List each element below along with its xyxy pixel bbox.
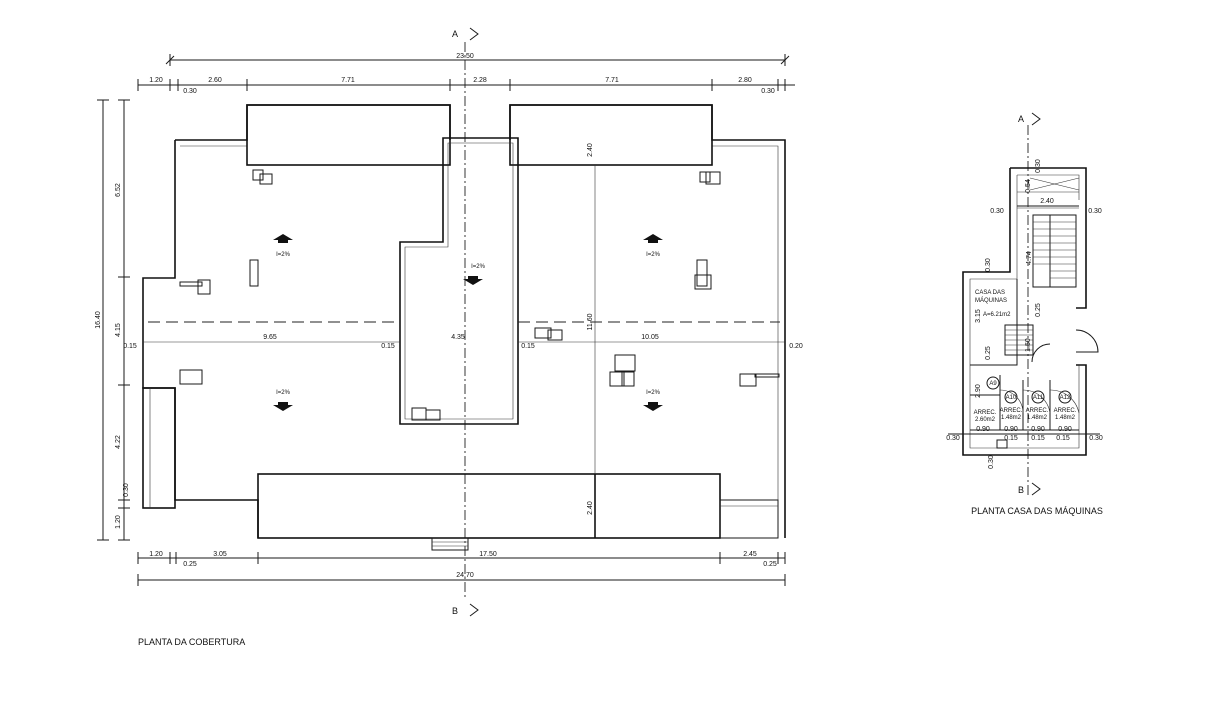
mr-dim-lower-h: 2.90 — [975, 384, 982, 398]
dim-bottom-sub-left: 0.25 — [183, 561, 197, 568]
division-lines — [143, 165, 785, 474]
dim-mid-joint-1: 0.15 — [381, 343, 395, 350]
dim-top-seg-3: 7.71 — [341, 77, 355, 84]
entrance-steps — [431, 537, 469, 551]
dim-top-seg-5: 7.71 — [605, 77, 619, 84]
dim-left-seg-2: 4.15 — [115, 323, 122, 337]
dim-left-seg-1: 6.52 — [115, 183, 122, 197]
mr-dim-gap-3: 0.15 — [1056, 435, 1070, 442]
dim-bottom-seg-4: 2.45 — [743, 551, 757, 558]
dim-overall-bottom: 24.70 — [456, 572, 474, 579]
dim-left-seg-4: 0.30 — [123, 483, 130, 497]
mr-dim-stair-run: 4.74 — [1026, 251, 1033, 265]
dim-left-seg-5: 1.20 — [115, 515, 122, 529]
mr-dim-gap-2: 0.15 — [1031, 435, 1045, 442]
mr-dim-right-wall: 0.30 — [1088, 208, 1102, 215]
dim-overall-left: 16.40 — [95, 311, 102, 329]
mr-section-b-label: B — [1018, 485, 1024, 495]
mr-storage-tag-a12: A12 — [1060, 395, 1071, 401]
slope-label-5: I=2% — [646, 390, 661, 396]
mr-dim-top-stair: 0.54 — [1025, 179, 1032, 193]
dim-mid-span-3: 10.05 — [641, 334, 659, 341]
mr-storage-area-a12: 1.48m2 — [1055, 415, 1076, 421]
left-dimensions: 16.40 6.52 4.15 4.22 0.30 1.20 — [95, 99, 130, 541]
bottom-volume — [257, 473, 721, 539]
slope-label-2: I=2% — [646, 252, 661, 258]
machine-room-plan-title: PLANTA CASA DAS MÁQUINAS — [971, 506, 1103, 516]
mr-dim-col-4: 0.90 — [1058, 426, 1072, 433]
mr-dim-step: 1.50 — [1025, 338, 1032, 352]
dim-mid-left-edge: 0.15 — [123, 343, 137, 350]
machine-room-drawing: A B — [946, 112, 1103, 516]
dim-top-seg-4: 2.28 — [473, 77, 487, 84]
mr-dim-base: 0.30 — [988, 455, 995, 469]
dim-top-sub-right: 0.30 — [761, 88, 775, 95]
roof-outline — [142, 104, 786, 551]
dim-top-seg-1: 1.20 — [149, 77, 163, 84]
mr-dim-top-small: 0.30 — [1035, 159, 1042, 173]
mr-storage-name-a9: ARREC. — [974, 410, 997, 416]
section-mark-a-top: A — [452, 27, 479, 41]
roof-plan-title: PLANTA DA COBERTURA — [138, 637, 245, 647]
slope-label-1: I=2% — [276, 252, 291, 258]
slope-markers: I=2% I=2% I=2% I=2% I=2% — [273, 234, 663, 411]
mr-storage-name-a12: ARREC. — [1054, 408, 1077, 414]
mr-section-a-label: A — [1018, 114, 1024, 124]
mr-dim-bottom-left: 0.30 — [946, 435, 960, 442]
dim-bottom-seg-2: 3.05 — [213, 551, 227, 558]
dim-mid-right-edge: 0.20 — [789, 343, 803, 350]
mr-room-label-1: CASA DAS — [975, 290, 1005, 296]
dim-mid-span-1: 9.65 — [263, 334, 277, 341]
dim-mid-joint-2: 0.15 — [521, 343, 535, 350]
mr-dim-bottom-right: 0.30 — [1089, 435, 1103, 442]
mr-dim-room-h-4: 0.25 — [985, 346, 992, 360]
middle-dimensions: 0.15 9.65 0.15 4.35 0.15 10.05 0.20 2.40… — [123, 143, 803, 515]
mr-dim-col-2: 0.90 — [1004, 426, 1018, 433]
mr-storage-area-a11: 1.48m2 — [1027, 415, 1048, 421]
top-left-volume — [246, 104, 451, 166]
mr-room-label-2: MÁQUINAS — [975, 297, 1007, 304]
mr-storage-name-a11: ARREC. — [1026, 408, 1049, 414]
slope-label-3: I=2% — [471, 264, 486, 270]
section-a-label: A — [452, 29, 458, 39]
section-mark-b-bottom: B — [452, 603, 479, 617]
top-right-volume — [509, 104, 713, 166]
mr-dim-room-h-1: 0.30 — [985, 258, 992, 272]
dim-top-band: 2.40 — [587, 143, 594, 157]
dim-bottom-band: 2.40 — [587, 501, 594, 515]
mr-storage-tag-a9: A9 — [989, 381, 997, 387]
mr-dim-width: 2.40 — [1040, 198, 1054, 205]
dim-bottom-seg-1: 1.20 — [149, 551, 163, 558]
dim-overall-top: 23.50 — [456, 53, 474, 60]
top-dimensions: 23.50 1.20 2.60 7.71 2.28 7.71 2.80 0.30… — [137, 53, 795, 95]
mr-dim-gap-1: 0.15 — [1004, 435, 1018, 442]
bottom-dimensions: 1.20 3.05 17.50 2.45 0.25 0.25 24.70 — [137, 551, 786, 586]
left-balcony — [142, 387, 176, 509]
mr-room-area: A=6.21m2 — [983, 312, 1011, 318]
roof-equipment — [179, 169, 780, 387]
section-b-label: B — [452, 606, 458, 616]
mr-storage-tag-a10: A10 — [1006, 395, 1017, 401]
mr-storage-tag-a11: A11 — [1033, 395, 1044, 401]
dim-center-height: 11.60 — [587, 313, 594, 330]
mr-dim-left-wall: 0.30 — [990, 208, 1004, 215]
mr-storage-name-a10: ARREC. — [1000, 408, 1023, 414]
mr-dim-col-1: 0.90 — [976, 426, 990, 433]
mr-dim-col-3: 0.90 — [1031, 426, 1045, 433]
mr-storage-area-a10: 1.48m2 — [1001, 415, 1022, 421]
dim-bottom-seg-3: 17.50 — [479, 551, 497, 558]
dim-left-seg-3: 4.22 — [115, 435, 122, 449]
dim-top-seg-6: 2.80 — [738, 77, 752, 84]
mr-dim-room-h-2: 3.15 — [975, 309, 982, 323]
slope-label-4: I=2% — [276, 390, 291, 396]
mr-storage-area-a9: 2.60m2 — [975, 417, 996, 423]
dim-bottom-sub-right: 0.25 — [763, 561, 777, 568]
mr-dim-room-h-3: 0.25 — [1035, 303, 1042, 317]
dim-top-seg-2: 2.60 — [208, 77, 222, 84]
central-core — [399, 137, 519, 425]
dim-top-sub-left: 0.30 — [183, 88, 197, 95]
dim-mid-span-2: 4.35 — [451, 334, 465, 341]
